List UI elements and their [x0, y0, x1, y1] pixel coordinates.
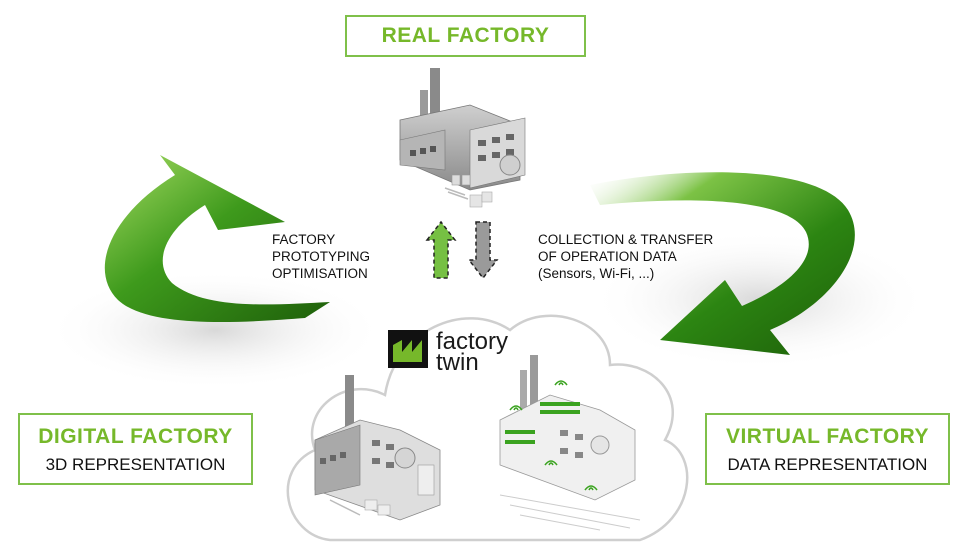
left-note-line: OPTIMISATION — [272, 266, 368, 281]
digital-factory-box: DIGITAL FACTORY 3D REPRESENTATION — [18, 413, 253, 485]
down-arrow-icon — [467, 221, 499, 280]
right-note: COLLECTION & TRANSFER OF OPERATION DATA … — [538, 231, 713, 282]
virtual-factory-box: VIRTUAL FACTORY DATA REPRESENTATION — [705, 413, 950, 485]
logo-text-line1: factory — [436, 328, 509, 355]
virtual-factory-title: VIRTUAL FACTORY — [725, 425, 930, 448]
left-note-line: FACTORY — [272, 232, 336, 247]
digital-factory-subtitle: 3D REPRESENTATION — [45, 455, 226, 474]
right-note-line: COLLECTION & TRANSFER — [538, 232, 714, 247]
left-arrow-shadow — [45, 270, 385, 390]
right-note-line: (Sensors, Wi-Fi, ...) — [538, 266, 655, 281]
factory-icon — [314, 375, 441, 521]
up-arrow-icon — [425, 220, 457, 279]
cycle-arrow-icon — [590, 172, 855, 355]
virtual-factory-subtitle: DATA REPRESENTATION — [727, 455, 928, 474]
left-note: FACTORY PROTOTYPING OPTIMISATION — [272, 231, 370, 282]
factory-icon — [499, 355, 641, 531]
cycle-arrow-icon — [104, 155, 331, 323]
logo-icon — [388, 330, 428, 368]
digital-factory-title: DIGITAL FACTORY — [38, 425, 233, 448]
real-factory-title: REAL FACTORY — [381, 24, 550, 47]
real-factory-box: REAL FACTORY — [345, 15, 586, 57]
logo-text-line2: twin — [436, 349, 479, 376]
right-note-line: OF OPERATION DATA — [538, 249, 677, 264]
left-note-line: PROTOTYPING — [272, 249, 371, 264]
factory-icon — [399, 68, 526, 208]
